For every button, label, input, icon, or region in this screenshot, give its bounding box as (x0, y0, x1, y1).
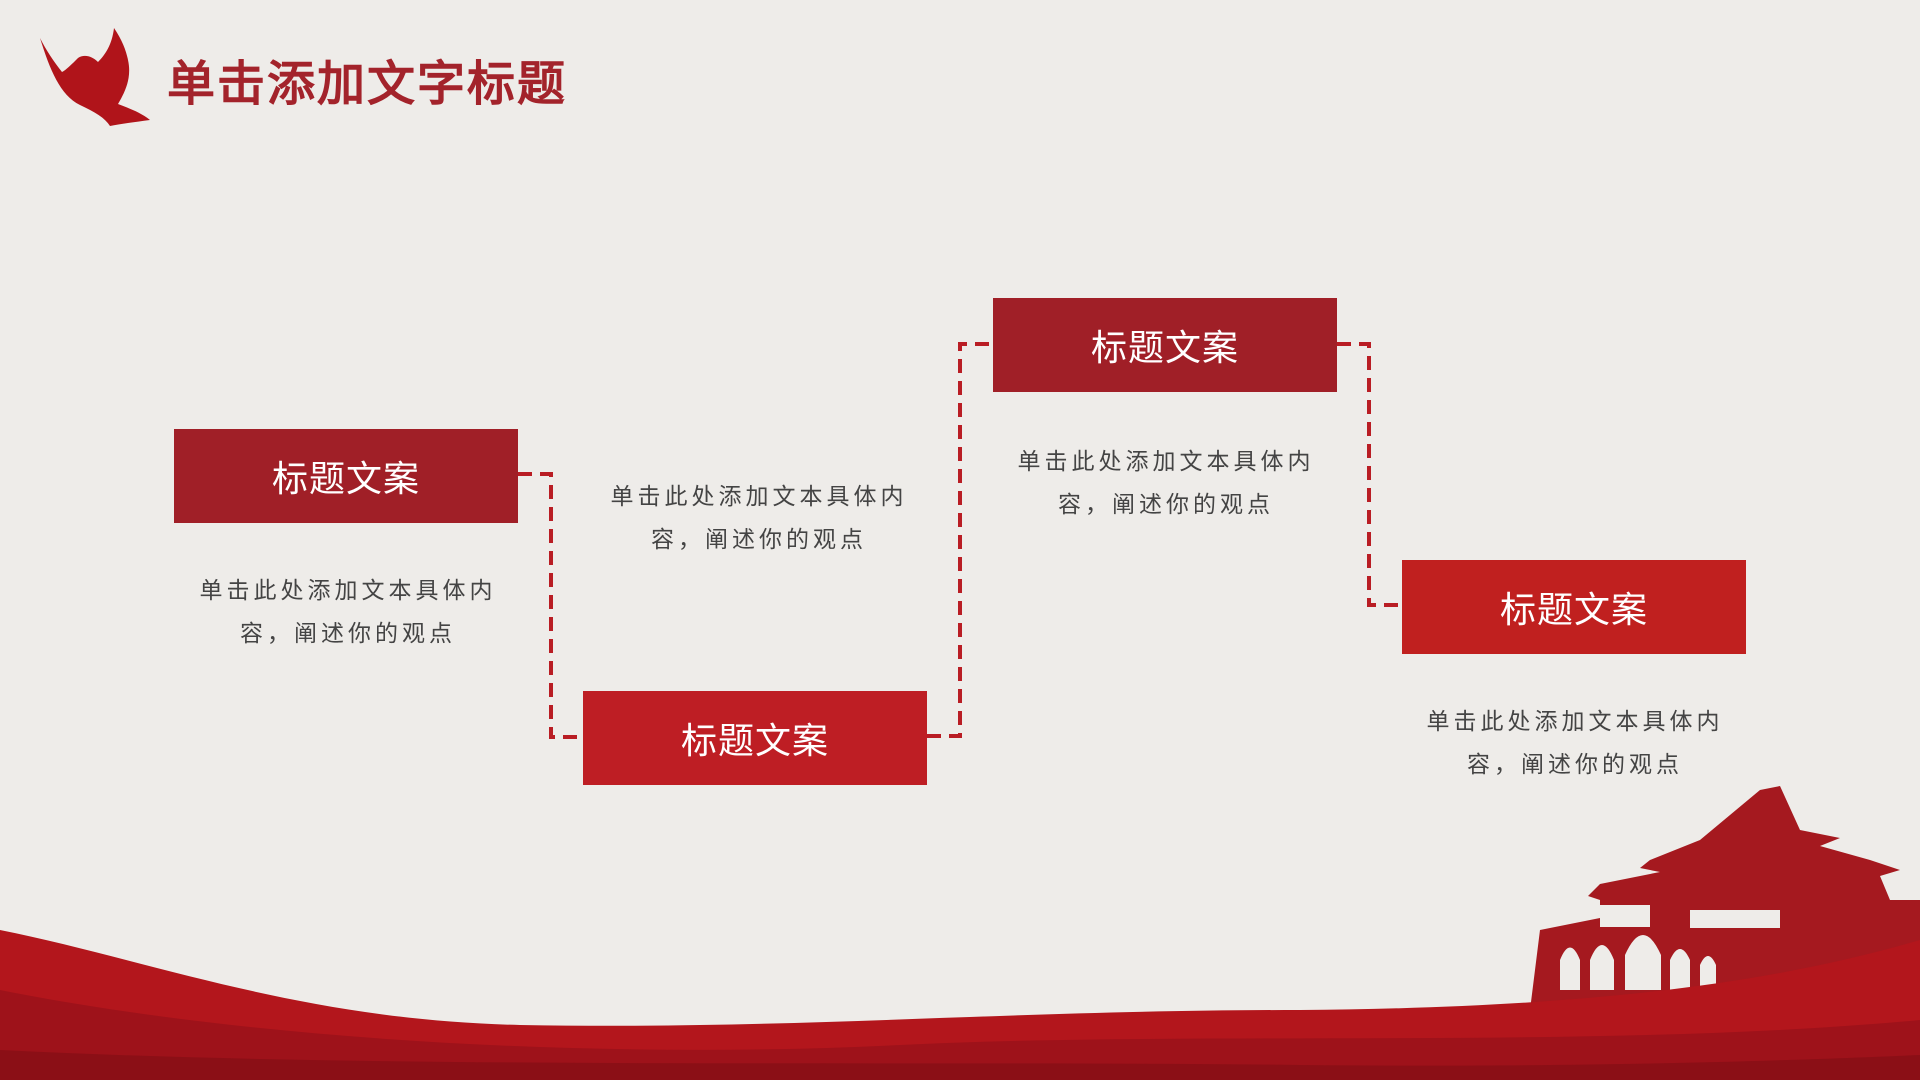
step-4-title-box[interactable]: 标题文案 (1402, 560, 1746, 654)
step-2-description: 单击此处添加文本具体内容，阐述你的观点 (610, 484, 908, 553)
dove-icon (40, 28, 150, 126)
step-3-description: 单击此处添加文本具体内容，阐述你的观点 (1017, 449, 1315, 518)
page-title: 单击添加文字标题 (167, 56, 568, 112)
step-4-description: 单击此处添加文本具体内容，阐述你的观点 (1426, 709, 1724, 778)
step-3-title-box[interactable]: 标题文案 (993, 298, 1337, 392)
step-1-title-box[interactable]: 标题文案 (174, 429, 518, 523)
bottom-red-wave (0, 930, 1920, 1080)
connector-lines (518, 342, 1402, 739)
gate-tower-illustration (1530, 786, 1920, 1010)
step-1-description: 单击此处添加文本具体内容，阐述你的观点 (199, 578, 497, 647)
step-2-title-box[interactable]: 标题文案 (583, 691, 927, 785)
